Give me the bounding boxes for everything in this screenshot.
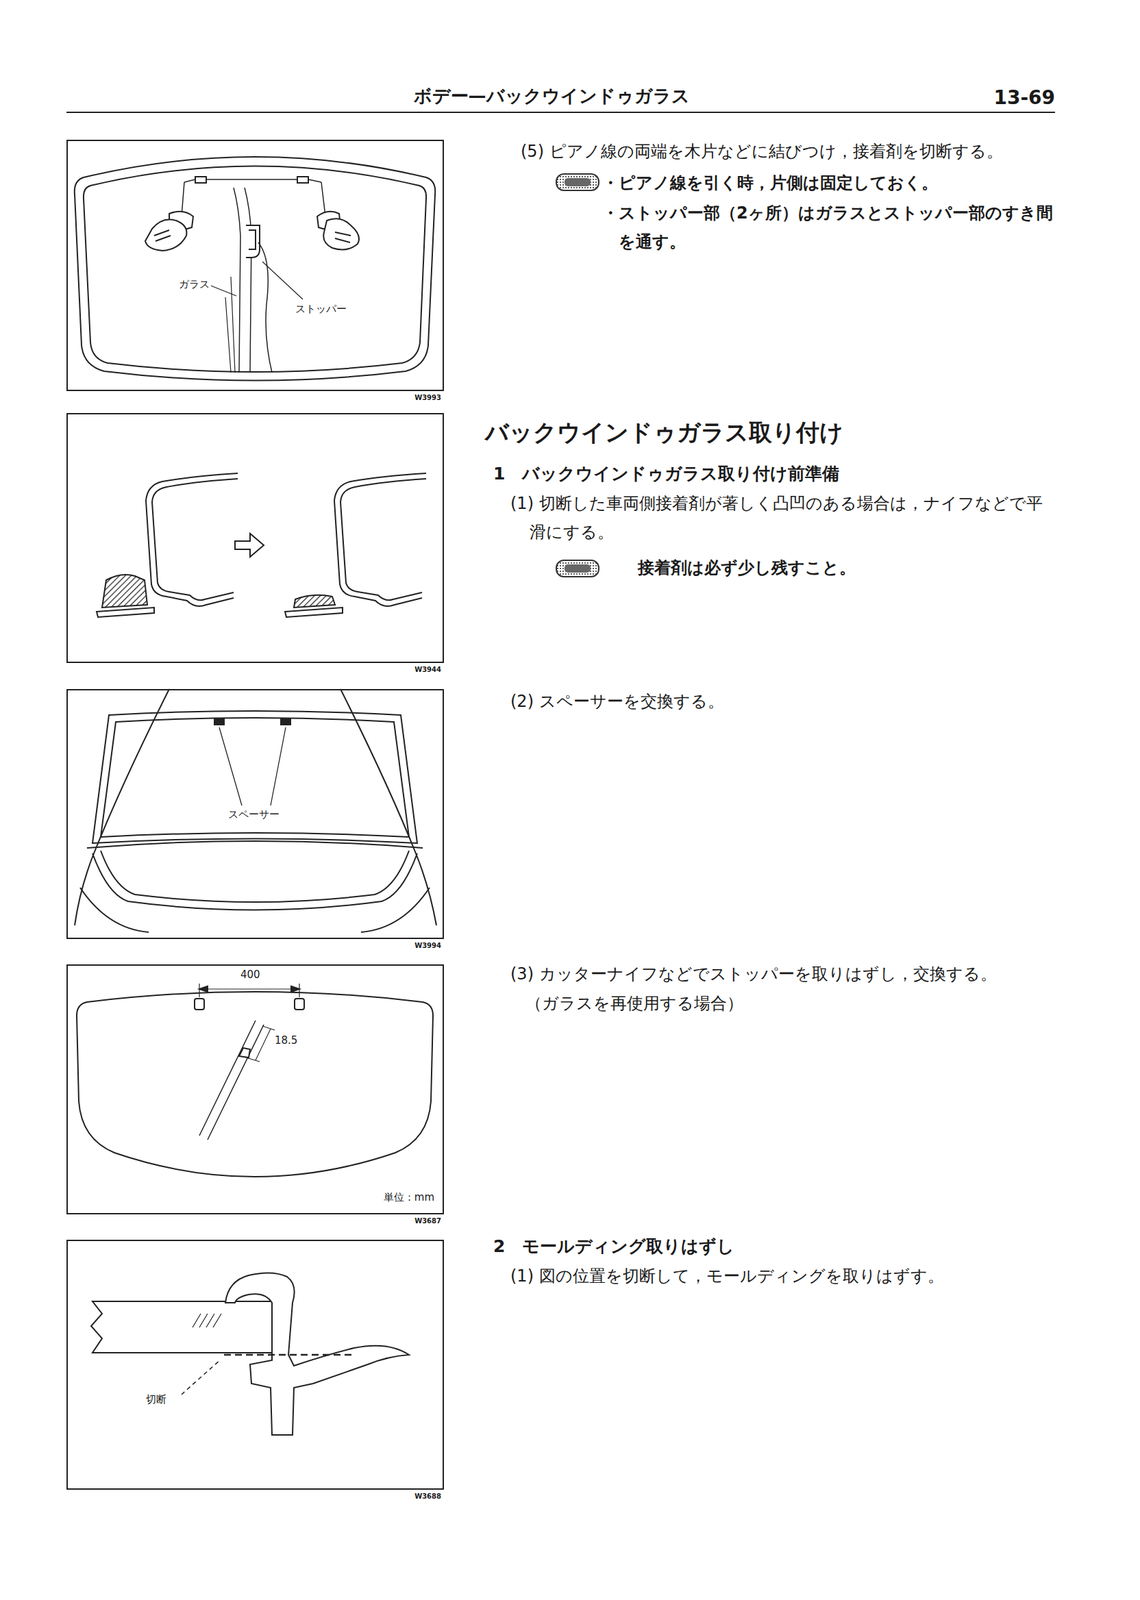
stopper-figure-part	[239, 1048, 251, 1058]
window-wire-figure-part	[262, 261, 303, 300]
window-wire-figure-part	[154, 230, 171, 242]
adhesive-figure-part	[234, 533, 264, 557]
spacer-figure-part	[92, 711, 418, 844]
figure-code: W3688	[413, 1492, 443, 1502]
window-wire-figure-part	[208, 285, 237, 296]
figure-code: W3687	[413, 1217, 443, 1226]
stopper-figure-part	[76, 992, 433, 1177]
spacer-figure-part	[219, 727, 286, 806]
adhesive-figure-part	[334, 473, 427, 607]
stopper-figure-part	[199, 986, 300, 993]
window-wire-figure-part	[335, 232, 351, 243]
molding-figure-part	[224, 1354, 355, 1357]
step-text: （ガラスを再使用する場合）	[525, 989, 1047, 1019]
window-wire-figure-part	[258, 242, 272, 373]
part-label: 18.5	[273, 1034, 299, 1047]
step-text: (5) ピアノ線の両端を木片などに結びつけ，接着剤を切断する。	[520, 137, 1069, 166]
molding-figure-part	[181, 1360, 220, 1395]
window-wire-figure-part	[245, 225, 260, 258]
window-wire-figure-part	[323, 218, 359, 250]
spacer-figure-part	[74, 689, 170, 926]
stopper-figure	[76, 983, 433, 1177]
figure-frame: W3944	[66, 413, 444, 664]
adhesive-figure	[96, 473, 427, 618]
figure-frame: スペーサーW3994	[66, 689, 444, 940]
note-icon	[556, 560, 599, 577]
adhesive-figure-part	[285, 607, 343, 618]
molding-figure-part	[91, 1301, 272, 1354]
spacer-figure-part	[340, 689, 437, 926]
stopper-figure-part	[199, 988, 300, 990]
figure-code: W3993	[413, 393, 443, 403]
note-icon-part	[564, 564, 591, 573]
section-heading: バックウインドゥガラス取り付け	[485, 412, 1047, 454]
stopper-figure-part	[245, 1026, 275, 1062]
window-wire-figure-part	[248, 230, 256, 250]
molding-figure	[91, 1272, 410, 1436]
part-label: ストッパー	[293, 302, 349, 316]
note-text: ・ピアノ線を引く時，片側は固定しておく。	[602, 168, 1069, 198]
window-wire-figure-part	[181, 182, 326, 217]
spacer-figure-part	[280, 719, 291, 725]
window-wire-figure-part	[83, 166, 427, 373]
adhesive-figure-part	[340, 478, 427, 601]
note-icon-part	[556, 174, 599, 191]
spacer-figure-part	[100, 717, 410, 838]
adhesive-figure-part	[293, 595, 336, 608]
adhesive-figure-part	[145, 473, 238, 607]
step-text: (1) 切断した車両側接着剤が著しく凸凹のある場合は，ナイフなどで平滑にする。	[510, 489, 1059, 547]
running-header: ボデー—バックウインドゥガラス	[383, 80, 720, 113]
part-label: 400	[239, 968, 262, 982]
figure-frame: 切断W3688	[66, 1240, 444, 1491]
note-text: ・ストッパー部（2ヶ所）はガラスとストッパー部のすき間を通す。	[602, 198, 1060, 257]
subsection-heading: 2 モールディング取りはずし	[493, 1231, 1056, 1262]
figure-code: W3944	[413, 665, 443, 675]
note-icon-part	[556, 560, 599, 577]
part-label: ガラス	[177, 278, 212, 291]
spacer-figure-part	[87, 841, 423, 849]
subsection-heading: 1 バックウインドゥガラス取り付け前準備	[493, 459, 1056, 490]
figure-frame: 40018.5単位：mmW3687	[66, 964, 444, 1215]
molding-figure-part	[192, 1314, 222, 1328]
header-rule	[66, 112, 1056, 114]
note-icon	[556, 174, 599, 191]
step-text: (2) スペーサーを交換する。	[510, 687, 1045, 716]
spacer-figure-part	[100, 850, 410, 903]
page-number: 13-69	[959, 80, 1056, 115]
stopper-figure-part	[294, 998, 305, 1010]
stopper-figure-part	[199, 1020, 264, 1140]
part-label: スペーサー	[226, 808, 281, 821]
part-label: 単位：mm	[382, 1191, 436, 1204]
spacer-figure-part	[214, 719, 225, 725]
stopper-figure-part	[194, 998, 205, 1010]
window-wire-figure-part	[74, 156, 436, 381]
window-wire-figure-part	[225, 276, 235, 373]
window-wire-figure-part	[184, 179, 322, 183]
spacer-figure-part	[80, 887, 430, 933]
window-wire-figure-part	[145, 219, 187, 252]
figure-code: W3994	[413, 942, 443, 951]
adhesive-figure-part	[102, 574, 148, 608]
part-label: 切断	[144, 1393, 168, 1406]
adhesive-figure-part	[96, 607, 155, 618]
adhesive-figure-part	[152, 478, 238, 601]
note-icon-part	[564, 178, 591, 187]
figure-frame: ガラスストッパーW3993	[66, 139, 444, 392]
window-wire-figure-part	[195, 176, 207, 183]
window-wire-figure-part	[297, 176, 309, 183]
spacer-figure	[74, 689, 437, 933]
step-text: (1) 図の位置を切断して，モールディングを取りはずす。	[510, 1261, 1059, 1291]
stopper-figure-part	[199, 983, 300, 998]
note-text: 接着剤は必ず少し残すこと。	[637, 553, 1049, 583]
header-rule-part	[66, 111, 1056, 114]
step-text: (3) カッターナイフなどでストッパーを取りはずし，交換する。	[510, 959, 1059, 989]
window-wire-figure	[74, 156, 436, 381]
molding-figure-part	[225, 1272, 410, 1436]
window-wire-figure-part	[233, 187, 252, 373]
